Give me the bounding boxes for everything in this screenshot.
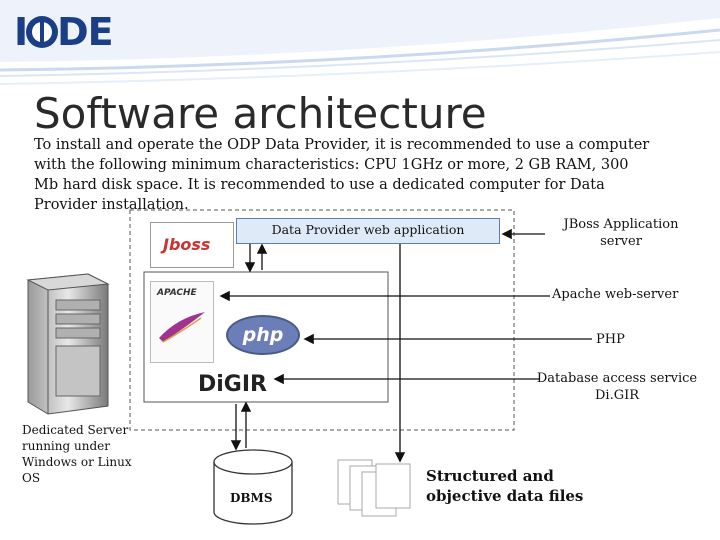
intro-text: To install and operate the ODP Data Prov… bbox=[34, 137, 650, 213]
server-tower-icon bbox=[26, 273, 110, 415]
digir-logo: DiGIR bbox=[198, 372, 267, 397]
php-label: PHP bbox=[596, 332, 625, 347]
jboss-logo: Jboss bbox=[150, 222, 234, 268]
database-cylinder-icon bbox=[213, 449, 293, 525]
globe-icon bbox=[26, 15, 59, 48]
page-title: Software architecture bbox=[34, 89, 487, 138]
data-files-icon bbox=[337, 459, 411, 517]
web-application-bar bbox=[236, 218, 500, 244]
apache-feather-icon bbox=[159, 312, 205, 343]
apache-logo: APACHE bbox=[150, 281, 214, 363]
php-logo: php bbox=[226, 315, 300, 355]
data-files-text: Structured and objective data files bbox=[426, 467, 584, 505]
apache-logo-text: APACHE bbox=[157, 288, 197, 298]
dbms-label: DBMS bbox=[230, 491, 273, 505]
digir-label: Database access service Di.GIR bbox=[536, 371, 698, 403]
web-application-label: Data Provider web application bbox=[271, 222, 465, 237]
server-label: Dedicated Server running under Windows o… bbox=[22, 423, 132, 485]
jboss-label: JBoss Application server bbox=[563, 217, 679, 249]
jboss-logo-text: Jboss bbox=[163, 235, 211, 254]
apache-label: Apache web-server bbox=[552, 287, 679, 302]
data-files-label: Structured and objective data files bbox=[426, 466, 626, 506]
header-band bbox=[0, 0, 720, 85]
php-logo-text: php bbox=[242, 324, 284, 346]
